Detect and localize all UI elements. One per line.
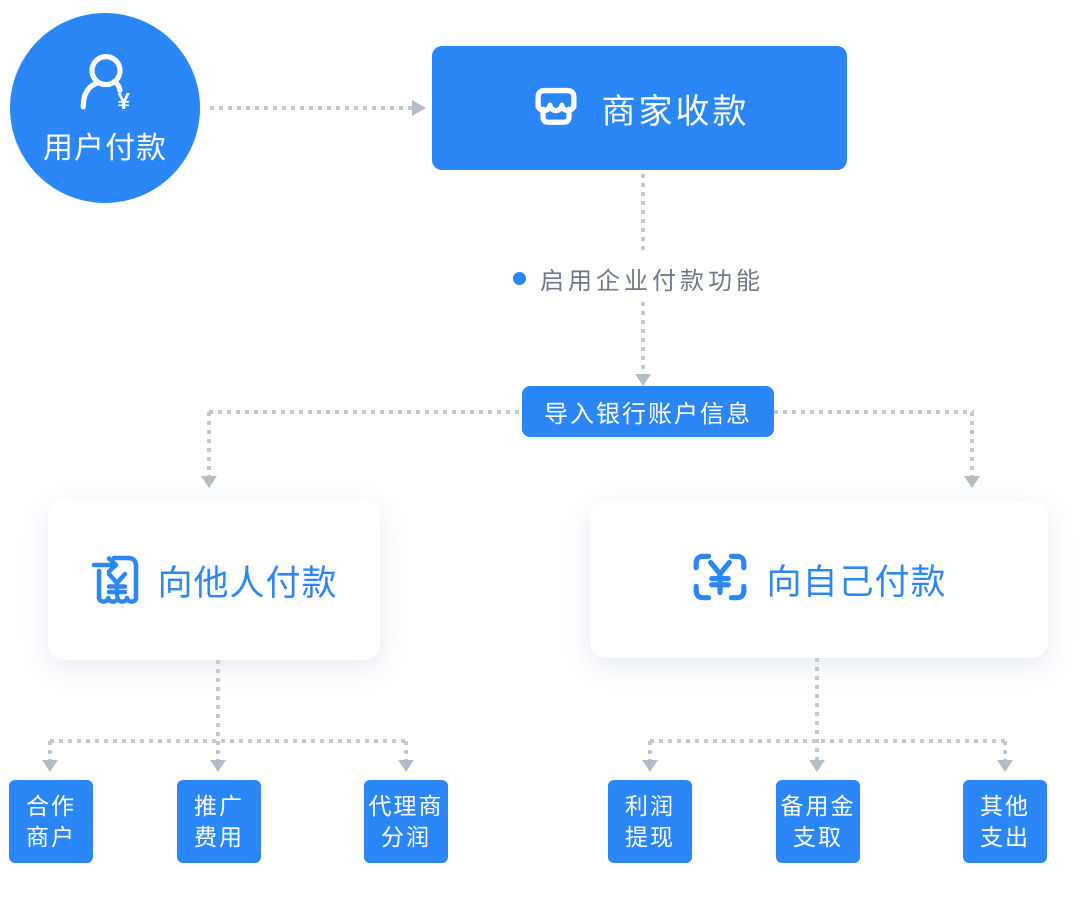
connector-self-stub-right (1003, 741, 1007, 762)
import-bank-info-label: 导入银行账户信息 (544, 401, 752, 428)
user-payment-node: ¥ 用户付款 (10, 13, 200, 203)
reserve-fund-node: 备用金 支取 (776, 780, 860, 863)
mini-box-line: 提现 (625, 823, 675, 850)
arrowhead-right-icon (412, 100, 426, 116)
storefront-icon (530, 80, 582, 137)
merchant-collect-label: 商家收款 (601, 92, 750, 131)
arrowhead-down-icon (210, 760, 226, 772)
mini-box-line: 合作 (26, 792, 76, 819)
bullet-dot-icon (513, 271, 526, 285)
mini-box-line: 推广 (194, 792, 244, 819)
connector-import-left-h (209, 410, 522, 414)
receipt-arrow-icon (90, 550, 144, 611)
arrowhead-down-icon (201, 476, 217, 488)
mini-box-line: 其他 (980, 792, 1030, 819)
promotion-fee-node: 推广 费用 (177, 780, 261, 863)
arrowhead-down-icon (964, 476, 980, 488)
mini-box-line: 支出 (980, 823, 1030, 850)
mini-box-line: 备用金 (780, 792, 856, 819)
pay-to-others-node: 向他人付款 (48, 500, 380, 660)
connector-self-mid-v (815, 658, 819, 762)
connector-others-stub-left (48, 741, 52, 762)
other-expense-node: 其他 支出 (963, 780, 1047, 863)
connector-merchant-down-upper (641, 174, 645, 254)
arrowhead-down-icon (809, 760, 825, 772)
person-yuan-icon: ¥ (78, 53, 134, 116)
svg-text:¥: ¥ (117, 88, 130, 111)
mini-box-line: 利润 (625, 792, 675, 819)
connector-user-to-merchant (210, 106, 412, 110)
mini-box-line: 分润 (381, 823, 431, 850)
partner-merchant-node: 合作 商户 (9, 780, 93, 863)
connector-import-left-v (207, 412, 211, 476)
mini-box-line: 代理商 (368, 792, 444, 819)
connector-others-mid-v (216, 660, 220, 762)
arrowhead-down-icon (42, 760, 58, 772)
mini-box-line: 支取 (793, 823, 843, 850)
enable-enterprise-payment-note: 启用企业付款功能 (513, 265, 764, 295)
user-payment-label: 用户付款 (43, 132, 167, 165)
enable-note-label: 启用企业付款功能 (540, 267, 764, 295)
scan-yuan-icon (691, 551, 749, 608)
connector-self-h (650, 739, 1005, 743)
pay-to-self-label: 向自己付款 (766, 563, 947, 602)
pay-to-self-node: 向自己付款 (590, 501, 1048, 658)
pay-to-others-label: 向他人付款 (157, 563, 338, 603)
connector-others-stub-right (404, 741, 408, 762)
connector-others-h (50, 739, 406, 743)
import-bank-info-node: 导入银行账户信息 (522, 386, 774, 437)
arrowhead-down-icon (642, 760, 658, 772)
arrowhead-down-icon (398, 760, 414, 772)
agent-profit-share-node: 代理商 分润 (364, 780, 448, 863)
connector-import-right-h (774, 410, 974, 414)
connector-self-stub-left (648, 741, 652, 762)
arrowhead-down-icon (997, 760, 1013, 772)
mini-box-line: 费用 (194, 823, 244, 850)
arrowhead-down-icon (635, 374, 651, 386)
mini-box-line: 商户 (26, 823, 76, 850)
profit-withdraw-node: 利润 提现 (608, 780, 692, 863)
merchant-collect-node: 商家收款 (432, 46, 847, 170)
connector-import-right-v (970, 412, 974, 476)
connector-merchant-down-lower (641, 302, 645, 374)
